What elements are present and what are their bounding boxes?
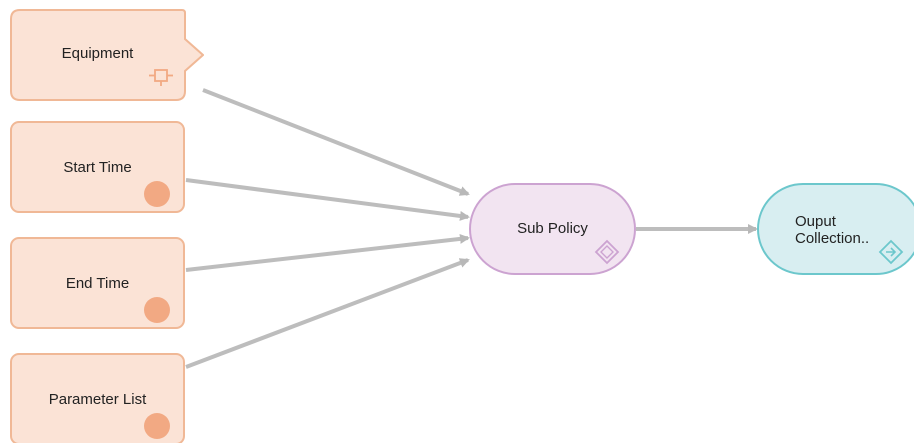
node-end-time[interactable]: End Time xyxy=(10,237,185,329)
circle-icon xyxy=(144,181,170,207)
node-equipment[interactable]: Equipment xyxy=(10,9,204,101)
circle-icon xyxy=(144,413,170,439)
node-label-output-collection: Ouput Collection.. xyxy=(795,213,895,247)
node-label-start-time: Start Time xyxy=(63,159,132,176)
output-label-line2: Collection.. xyxy=(795,230,870,247)
node-label-parameter-list: Parameter List xyxy=(48,391,147,408)
node-start-time[interactable]: Start Time xyxy=(10,121,185,213)
circle-icon xyxy=(144,297,170,323)
edge-parameter-list-to-sub-policy xyxy=(185,258,470,369)
node-output-collection[interactable]: Ouput Collection.. xyxy=(757,183,914,275)
diamond-arrow-icon xyxy=(878,239,904,265)
node-label-sub-policy: Sub Policy xyxy=(517,220,588,237)
edge-equipment-to-sub-policy xyxy=(202,88,470,196)
node-sub-policy[interactable]: Sub Policy xyxy=(469,183,636,275)
output-label-line1: Ouput xyxy=(795,213,836,230)
equipment-icon xyxy=(149,69,173,86)
edge-end-time-to-sub-policy xyxy=(185,233,470,272)
node-parameter-list[interactable]: Parameter List xyxy=(10,353,185,443)
node-label-end-time: End Time xyxy=(65,275,130,292)
diamond-icon xyxy=(594,239,620,265)
edge-start-time-to-sub-policy xyxy=(185,178,470,221)
node-label-equipment: Equipment xyxy=(61,45,134,62)
